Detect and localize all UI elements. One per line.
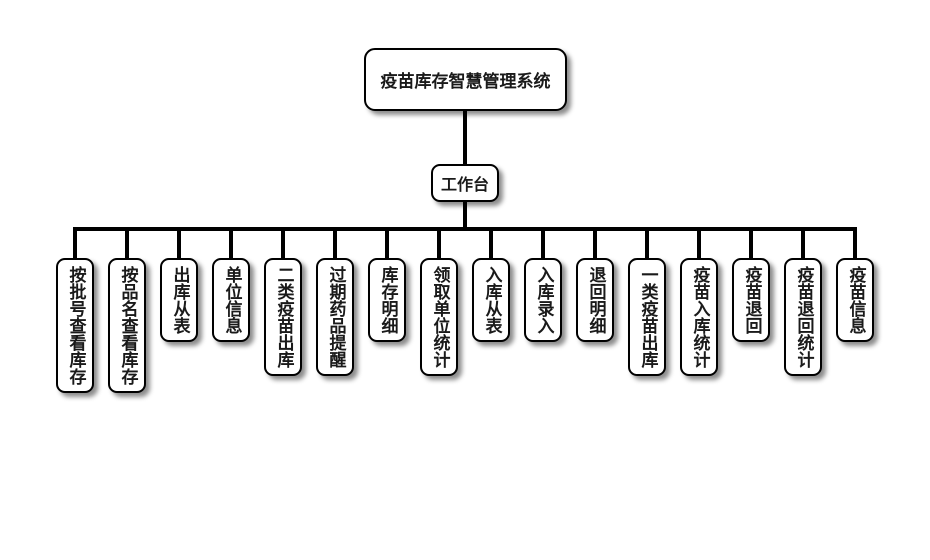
connector-drop [541, 229, 545, 259]
connector-drop [645, 229, 649, 259]
child-label: 按批号查看库存 [65, 266, 86, 385]
child-node: 按品名查看库存 [108, 258, 146, 393]
connector-root-to-middle [463, 111, 467, 164]
connector-drop [125, 229, 129, 259]
child-node: 领取单位统计 [420, 258, 458, 376]
connector-horizontal-bar [73, 227, 857, 231]
child-node: 疫苗退回 [732, 258, 770, 342]
child-node: 过期药品提醒 [316, 258, 354, 376]
child-label: 疫苗入库统计 [689, 266, 710, 368]
child-node: 按批号查看库存 [56, 258, 94, 393]
child-node: 一类疫苗出库 [628, 258, 666, 376]
child-label: 退回明细 [585, 266, 606, 334]
connector-drop [333, 229, 337, 259]
workbench-node: 工作台 [431, 164, 499, 202]
child-node: 疫苗入库统计 [680, 258, 718, 376]
child-label: 疫苗退回统计 [793, 266, 814, 368]
child-node: 疫苗退回统计 [784, 258, 822, 376]
connector-drop [489, 229, 493, 259]
child-node: 二类疫苗出库 [264, 258, 302, 376]
child-label: 二类疫苗出库 [273, 266, 294, 368]
child-node: 入库从表 [472, 258, 510, 342]
connector-drop [437, 229, 441, 259]
child-label: 疫苗退回 [741, 266, 762, 334]
child-label: 入库录入 [533, 266, 554, 334]
child-label: 按品名查看库存 [117, 266, 138, 385]
connector-drop [749, 229, 753, 259]
connector-drop [385, 229, 389, 259]
child-node: 疫苗信息 [836, 258, 874, 342]
child-node: 库存明细 [368, 258, 406, 342]
connector-drop [229, 229, 233, 259]
child-node: 退回明细 [576, 258, 614, 342]
child-label: 疫苗信息 [845, 266, 866, 334]
child-node: 出库从表 [160, 258, 198, 342]
workbench-label: 工作台 [440, 175, 489, 194]
child-node: 单位信息 [212, 258, 250, 342]
child-label: 出库从表 [169, 266, 190, 334]
connector-drop [281, 229, 285, 259]
connector-middle-to-bar [463, 202, 467, 229]
root-node: 疫苗库存智慧管理系统 [364, 48, 567, 111]
connector-drop [73, 229, 77, 259]
connector-drop [697, 229, 701, 259]
child-label: 库存明细 [377, 266, 398, 334]
connector-drop [177, 229, 181, 259]
connector-drop [853, 229, 857, 259]
connector-drop [801, 229, 805, 259]
child-label: 单位信息 [221, 266, 242, 334]
child-label: 领取单位统计 [429, 266, 450, 368]
child-node: 入库录入 [524, 258, 562, 342]
child-label: 过期药品提醒 [325, 266, 346, 368]
child-label: 入库从表 [481, 266, 502, 334]
child-label: 一类疫苗出库 [637, 266, 658, 368]
connector-drop [593, 229, 597, 259]
root-label: 疫苗库存智慧管理系统 [380, 72, 551, 92]
